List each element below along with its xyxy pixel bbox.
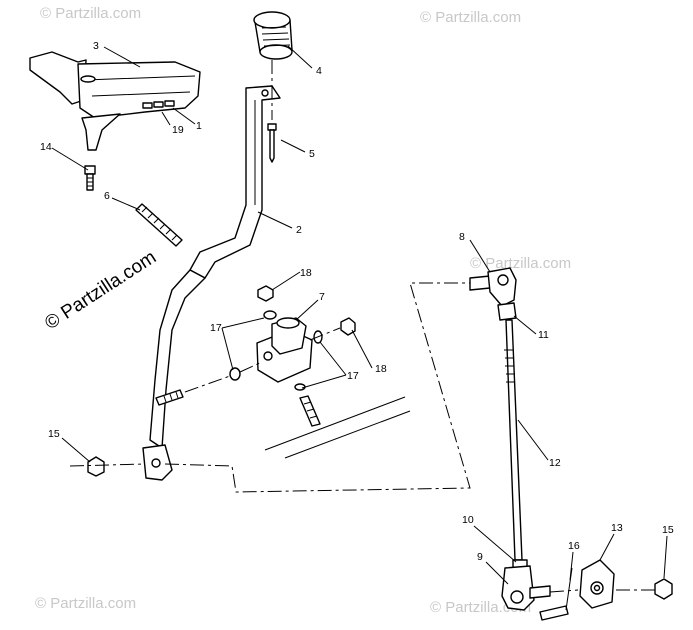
callout-4: 4	[316, 65, 322, 77]
callout-18-right: 18	[375, 363, 387, 375]
centerline-left-nut	[69, 463, 146, 467]
nut-18-right	[340, 317, 356, 336]
watermark-bottom-left: © Partzilla.com	[35, 595, 136, 612]
lever-2	[142, 85, 281, 481]
callout-13: 13	[611, 522, 623, 534]
centerline-link	[164, 282, 471, 493]
callout-8: 8	[459, 231, 465, 243]
nut-15-right	[654, 578, 673, 600]
callout-5: 5	[309, 148, 315, 160]
pin-5	[267, 123, 277, 163]
watermark-mid-right: © Partzilla.com	[470, 255, 571, 272]
nut-18-top	[257, 285, 274, 302]
bolt-lower	[299, 395, 321, 427]
callout-11: 11	[538, 329, 549, 341]
rod-end-9	[501, 565, 551, 611]
bolt-lever	[155, 389, 184, 406]
washer-17-bottom	[294, 383, 306, 391]
spring-6	[135, 203, 183, 247]
centerline-right	[549, 589, 655, 593]
callout-12: 12	[549, 457, 561, 469]
leader-lines	[51, 45, 668, 585]
callout-10: 10	[462, 514, 474, 526]
callout-1: 1	[196, 120, 202, 132]
watermark-main: © Partzilla.com	[41, 247, 160, 334]
callout-9: 9	[477, 551, 483, 563]
callout-15-right: 15	[662, 524, 674, 536]
bolt-14	[84, 165, 96, 191]
nut-15-left	[87, 456, 105, 477]
washer-17-left	[229, 367, 241, 381]
rod-12	[504, 319, 523, 561]
callout-numbers: 3 1 19 4 5 14 6 2 7 18 17 17 18 8 11 12 …	[40, 40, 674, 563]
centerline-pivot	[184, 327, 341, 393]
callout-18-top: 18	[300, 267, 312, 279]
bracket-13	[579, 559, 615, 609]
pivot-block-7	[256, 317, 313, 383]
bracket-part	[29, 51, 201, 151]
washer-17-top	[263, 310, 277, 320]
rod-end-8	[469, 267, 517, 307]
callout-17-right: 17	[347, 370, 359, 382]
knob-4	[253, 11, 293, 60]
watermark-top-left: © Partzilla.com	[40, 5, 141, 22]
callout-14: 14	[40, 141, 52, 153]
callout-16: 16	[568, 540, 580, 552]
callout-3: 3	[93, 40, 99, 52]
callout-15-left: 15	[48, 428, 60, 440]
callout-7: 7	[319, 291, 325, 303]
nut-11	[497, 302, 517, 321]
callout-19: 19	[172, 124, 184, 136]
callout-6: 6	[104, 190, 110, 202]
callout-2: 2	[296, 224, 302, 236]
ground-lines	[264, 396, 411, 459]
watermark-top-right: © Partzilla.com	[420, 9, 521, 26]
callout-17-left: 17	[210, 322, 222, 334]
